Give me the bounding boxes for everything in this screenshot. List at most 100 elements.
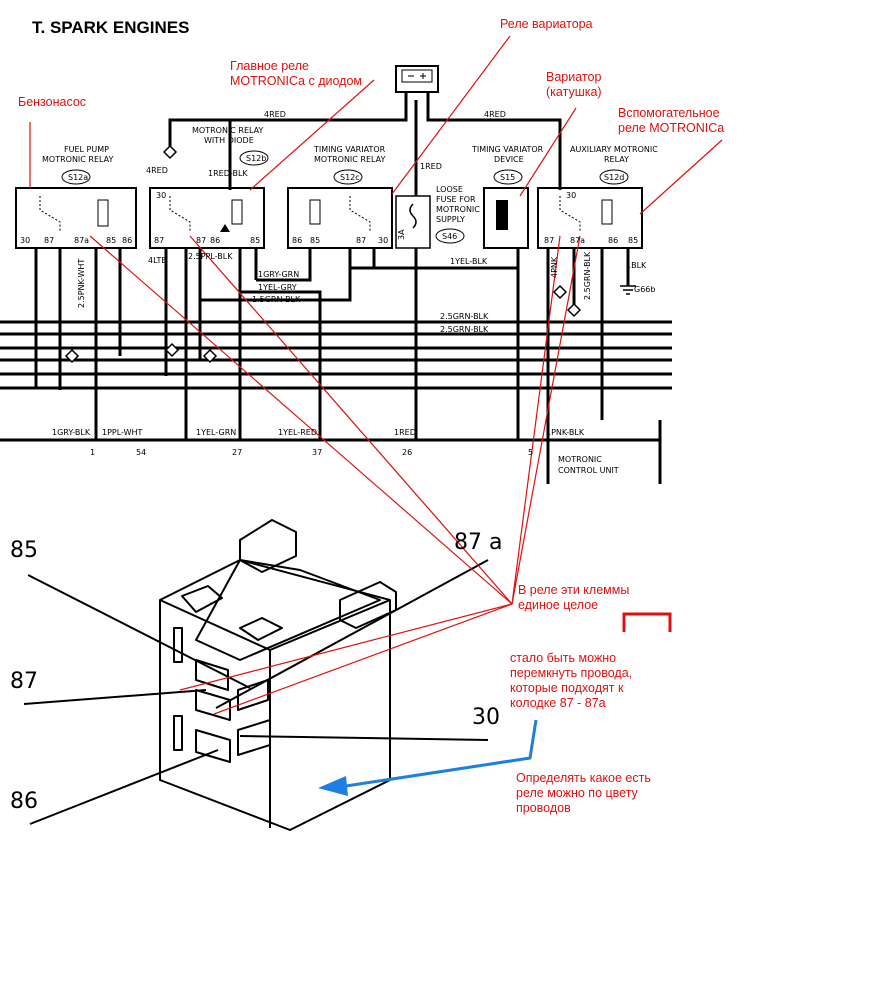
ecu-wire: 1PNK-BLK [546,428,585,437]
annotation-pointers [29,35,723,715]
annotation-main-relay: Главное реле MOTRONICа с диодом [230,59,362,88]
terminal-86-label: 86 [10,789,38,814]
timing-relay-name-2: MOTRONIC RELAY [314,155,386,164]
splice-points [64,144,582,364]
relay-fuel-pump [15,187,137,249]
wire-label: 2.5GRN-BLK [440,312,489,321]
fuel-pump-pin: 85 [106,236,116,245]
timing-relay-code: S12c [340,173,360,182]
terminal-leaders [23,559,489,825]
aux-relay-name-1: AUXILIARY MOTRONIC [570,145,658,154]
relay-timing-variator [287,187,393,249]
timing-relay-pin: 30 [378,236,388,245]
ecu-label-1: MOTRONIC [558,455,602,464]
annotation-aux-relay: Вспомогательное реле MOTRONICа [618,106,725,135]
wire-label: 2.5PNK-WHT [77,259,86,308]
ground-symbol [620,285,636,295]
wire-label: 1RED [420,162,442,171]
aux-relay-pin: 86 [608,236,618,245]
terminal-87-label: 87 [10,669,38,694]
battery-symbol [395,65,439,100]
device-code: S15 [500,173,515,182]
aux-relay-top-pin: 30 [566,191,576,200]
fuse-rating: 3A [397,229,406,240]
fuel-pump-name-2: MOTRONIC RELAY [42,155,114,164]
wire-label: 1RED-BLK [208,169,248,178]
timing-relay-pin: 87 [356,236,366,245]
red-bracket [622,612,672,632]
aux-relay-code: S12d [604,173,624,182]
fuse-label-3: MOTRONIC [436,205,480,214]
fuel-pump-pin: 86 [122,236,132,245]
wire-label: 1BLK [626,261,647,270]
wire-label: 1YEL-BLK [450,257,488,266]
timing-variator-device [483,187,529,249]
annotation-determine-relay: Определять какое есть реле можно по цвет… [516,771,651,815]
fuel-pump-name-1: FUEL PUMP [64,145,109,154]
fuel-pump-code: S12a [68,173,88,182]
wire-label: 1.5GRN-BLK [252,295,301,304]
ecu-wire: 1RED [394,428,416,437]
relay-auxiliary [537,187,643,249]
fuse-label-2: FUSE FOR [436,195,476,204]
ecu-label-2: CONTROL UNIT [558,466,619,475]
wire-label: 2.5GRN-BLK [583,251,592,300]
fuel-pump-pin: 30 [20,236,30,245]
main-relay-pin: 87 [154,236,164,245]
ecu-wire: 1GRY-BLK [52,428,91,437]
harness-wires [0,248,672,484]
wire-label: 4RED [484,110,506,119]
main-relay-name-2: WITH DIODE [204,136,254,145]
timing-relay-pin: 86 [292,236,302,245]
main-relay-pin: 87 [196,236,206,245]
ecu-pin-number: 26 [402,448,412,457]
main-relay-top-pin: 30 [156,191,166,200]
aux-relay-pin: 87 [544,236,554,245]
ground-label: G66b [634,285,655,294]
annotation-variator-relay: Реле вариатора [500,17,593,31]
power-bus [168,100,562,196]
device-name-1: TIMING VARIATOR [471,145,544,154]
wire-label: 2.5PPL-BLK [188,252,233,261]
relay-code-ovals [61,150,629,244]
blue-arrow [318,719,538,796]
timing-relay-pin: 85 [310,236,320,245]
terminal-85-label: 85 [10,538,38,563]
ecu-pin-number: 54 [136,448,146,457]
terminal-87a-label: 87 a [454,530,502,555]
wire-label: 4PNK [550,256,559,278]
main-relay-pin: 85 [250,236,260,245]
fuel-pump-pin: 87a [74,236,89,245]
fuse-label-1: LOOSE [436,185,463,194]
wire-label: 1GRY-GRN [258,270,299,279]
ecu-wire: 1YEL-RED [278,428,317,437]
annotation-can-jumper: стало быть можно перемкнуть провода, кот… [510,651,633,710]
annotation-variator-coil: Вариатор (катушка) [546,70,602,99]
wire-label: 4RED [264,110,286,119]
device-name-2: DEVICE [494,155,524,164]
main-relay-name-1: MOTRONIC RELAY [192,126,264,135]
aux-relay-pin: 85 [628,236,638,245]
ecu-wire: 1YEL-GRN [196,428,236,437]
aux-relay-name-2: RELAY [604,155,629,164]
ecu-wire: 1PPL-WHT [102,428,143,437]
ecu-pin-number: 37 [312,448,322,457]
fuel-pump-pin: 87 [44,236,54,245]
ecu-pin-number: 5 [528,448,533,457]
wire-label: 2.5GRN-BLK [440,325,489,334]
wire-label: 1YEL-GRY [258,283,297,292]
ecu-pin-number: 27 [232,448,242,457]
wire-label: 4LTB [148,256,167,265]
annotation-fuel-pump: Бензонасос [18,95,87,109]
ecu-pin-number: 1 [90,448,95,457]
annotation-terminals-whole: В реле эти клеммы единое целое [518,583,630,612]
fuse-motronic-supply [395,195,431,249]
wire-label: 4RED [146,166,168,175]
aux-relay-pin: 87a [570,236,585,245]
fuse-label-4: SUPPLY [436,215,465,224]
timing-relay-name-1: TIMING VARIATOR [313,145,386,154]
main-relay-code: S12b [246,154,266,163]
main-relay-pin: 86 [210,236,220,245]
